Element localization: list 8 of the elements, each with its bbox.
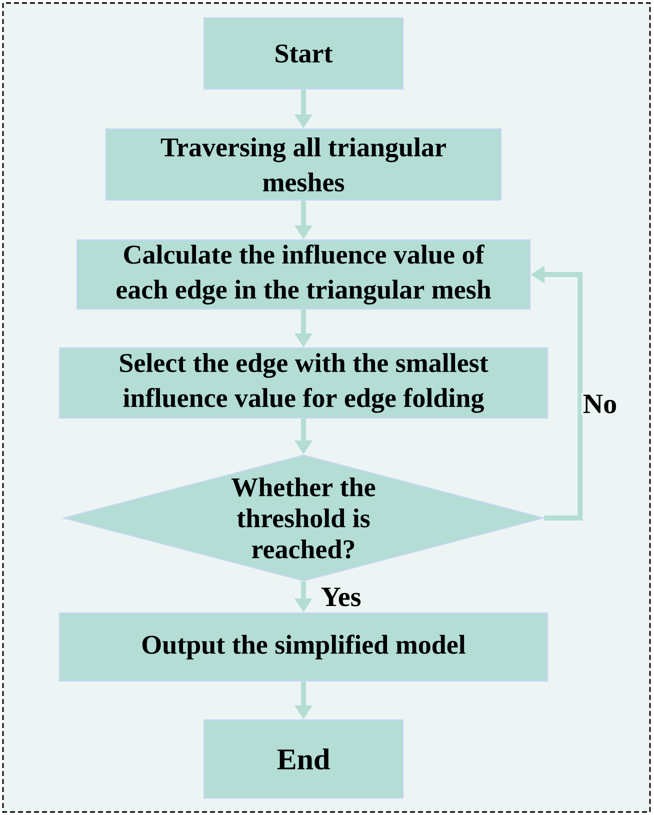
process-box: Traversing all triangular meshes	[105, 128, 502, 201]
process-box: Calculate the influence value of each edge in the triangular mesh	[76, 239, 531, 310]
process-box: End	[203, 719, 404, 799]
process-box: Output the simplified model	[58, 612, 548, 682]
edge-label: No	[581, 393, 619, 415]
process-box: Start	[203, 17, 404, 90]
edge-label: Yes	[319, 586, 363, 608]
process-box: Select the edge with the smallest influence value for edge folding	[58, 347, 548, 419]
